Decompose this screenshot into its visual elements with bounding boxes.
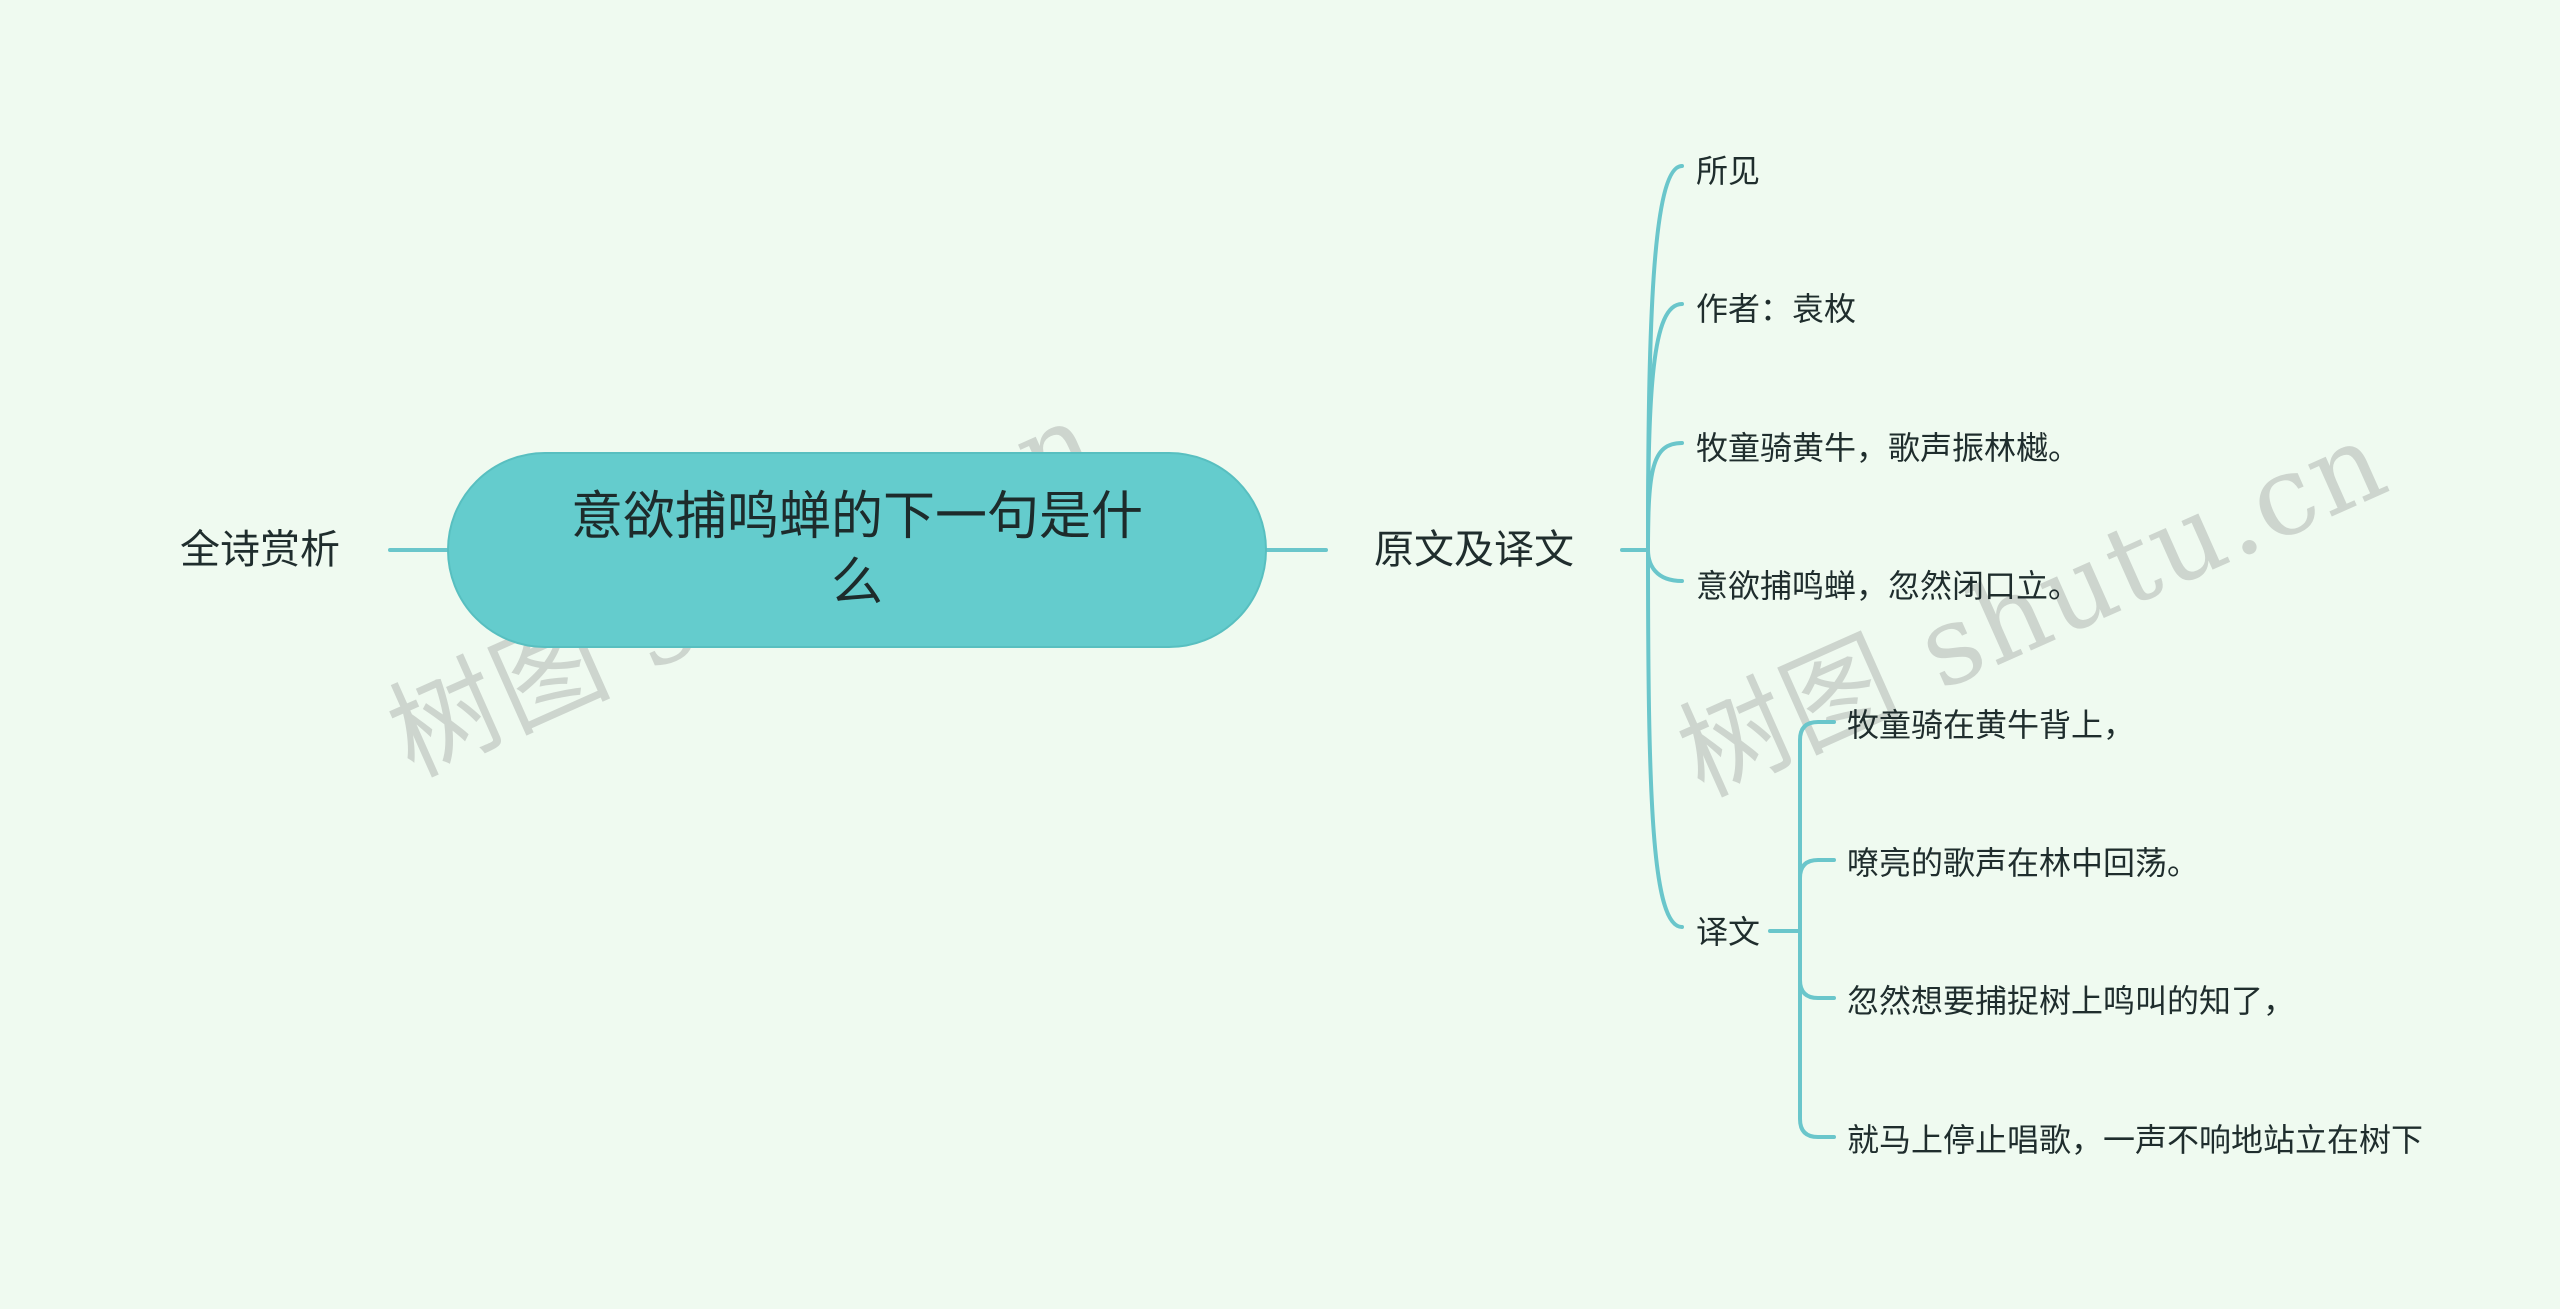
node-poem-analysis[interactable]: 全诗赏析	[180, 527, 340, 573]
connector-child-3	[1646, 441, 1684, 552]
connector-child-2	[1646, 302, 1684, 552]
connector-child-4	[1646, 548, 1684, 583]
node-author[interactable]: 作者：袁枚	[1696, 290, 1857, 328]
node-verse-line-2[interactable]: 意欲捕鸣蝉，忽然闭口立。	[1696, 567, 2081, 605]
connector-trans-3	[1798, 929, 1836, 1000]
root-node[interactable]: 意欲捕鸣蝉的下一句是什么	[447, 452, 1267, 648]
node-original-and-translation[interactable]: 原文及译文	[1374, 527, 1574, 573]
node-poem-title[interactable]: 所见	[1696, 152, 1761, 190]
node-translation[interactable]: 译文	[1696, 913, 1761, 951]
root-node-label: 意欲捕鸣蝉的下一句是什么	[570, 487, 1143, 613]
connector-child-5	[1646, 548, 1684, 929]
node-translation-line-2[interactable]: 嘹亮的歌声在林中回荡。	[1847, 844, 2200, 882]
connector-trans-2	[1798, 858, 1836, 933]
node-translation-line-1[interactable]: 牧童骑在黄牛背上，	[1847, 706, 2136, 744]
connector-trans-1	[1798, 720, 1836, 933]
node-translation-line-3[interactable]: 忽然想要捕捉树上鸣叫的知了，	[1847, 982, 2296, 1020]
node-translation-line-4[interactable]: 就马上停止唱歌，一声不响地站立在树下	[1847, 1121, 2424, 1159]
connector-trans-4	[1798, 929, 1836, 1139]
node-verse-line-1[interactable]: 牧童骑黄牛，歌声振林樾。	[1696, 429, 2081, 467]
